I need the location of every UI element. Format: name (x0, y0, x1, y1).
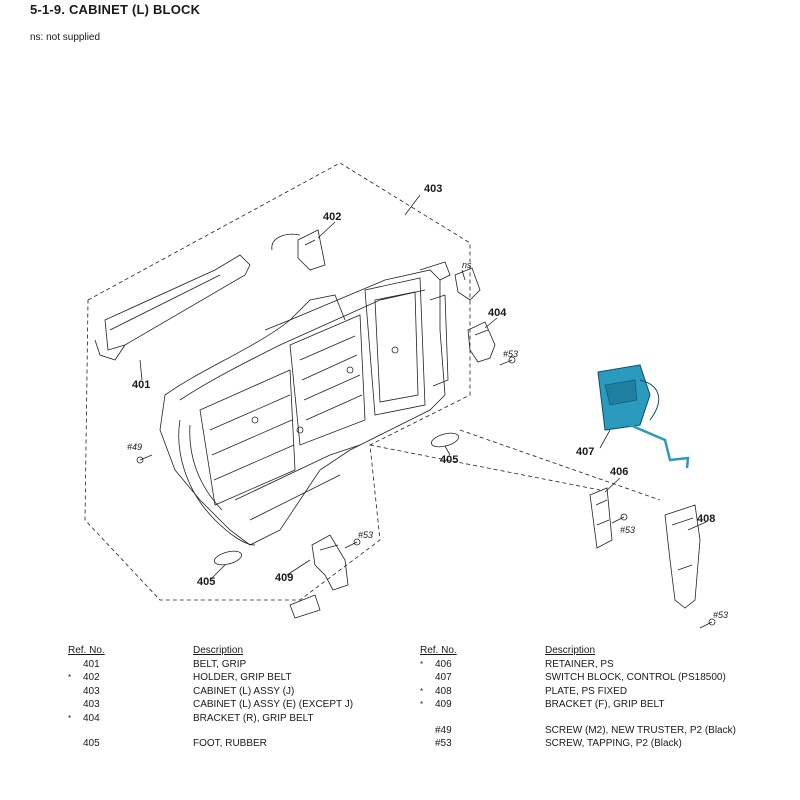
table-row: #49 SCREW (M2), NEW TRUSTER, P2 (Black) (404, 724, 784, 737)
table-row: * 406 RETAINER, PS (404, 658, 784, 671)
description: BELT, GRIP (193, 659, 247, 670)
screw-label: #53 (503, 349, 518, 359)
bracket-r-404 (467, 321, 496, 363)
not-supplied-label: ns (462, 260, 472, 270)
description: FOOT, RUBBER (193, 737, 267, 749)
description: SCREW (M2), NEW TRUSTER, P2 (Black) (545, 724, 736, 736)
table-row: 405 FOOT, RUBBER (30, 737, 390, 750)
cabinet-l-assy-403 (159, 261, 451, 546)
bracket-f-409 (289, 534, 349, 619)
ref-no: 401 (83, 659, 100, 670)
screw-icon (344, 538, 361, 549)
description: BRACKET (F), GRIP BELT (545, 699, 665, 711)
callout-405: 405 (197, 576, 215, 588)
ref-no-header: Ref. No. (68, 645, 105, 656)
ref-no: 405 (83, 737, 100, 749)
description: RETAINER, PS (545, 659, 614, 670)
callout-405: 405 (440, 454, 458, 466)
table-header: Ref. No. Description (30, 644, 390, 658)
ref-no-header: Ref. No. (420, 645, 457, 656)
ref-no: 407 (435, 672, 452, 684)
table-header: Ref. No. Description (404, 644, 784, 658)
description: HOLDER, GRIP BELT (193, 672, 292, 684)
grip-belt-holder-402 (271, 229, 326, 271)
screw-label: #53 (713, 610, 728, 620)
description: CABINET (L) ASSY (E) (EXCEPT J) (193, 699, 354, 711)
not-supplied-mark: * (68, 673, 72, 683)
description-header: Description (193, 645, 244, 656)
not-supplied-mark: * (68, 713, 72, 723)
table-row: * 402 HOLDER, GRIP BELT (30, 671, 390, 684)
not-supplied-part (454, 267, 481, 301)
table-row: * 404 BRACKET (R), GRIP BELT (30, 712, 390, 725)
screw-icon (611, 513, 628, 524)
callout-401: 401 (132, 379, 150, 391)
ref-no: 409 (435, 699, 452, 711)
screw-label: #53 (358, 530, 373, 540)
parts-table-right: Ref. No. Description * 406 RETAINER, PS … (404, 644, 784, 750)
ref-no: 402 (83, 672, 100, 684)
table-row: 401 BELT, GRIP (30, 658, 390, 671)
parts-table-left: Ref. No. Description 401 BELT, GRIP * 40… (30, 644, 390, 750)
not-supplied-mark: * (420, 700, 424, 710)
ref-no: #49 (435, 724, 452, 736)
not-supplied-mark: * (420, 660, 424, 669)
retainer-ps-406 (589, 487, 613, 549)
callout-409: 409 (275, 572, 293, 584)
table-row: #53 SCREW, TAPPING, P2 (Black) (404, 737, 784, 750)
ref-no: 403 (83, 699, 100, 711)
table-row: * 408 PLATE, PS FIXED (404, 685, 784, 698)
switch-block-control-407 (597, 364, 690, 469)
not-supplied-mark: * (420, 686, 424, 696)
table-row: 407 SWITCH BLOCK, CONTROL (PS18500) (404, 671, 784, 684)
screw-icon (699, 618, 716, 629)
table-row: 403 CABINET (L) ASSY (E) (EXCEPT J) (30, 698, 390, 711)
description: SCREW, TAPPING, P2 (Black) (545, 737, 682, 749)
table-row: * 409 BRACKET (F), GRIP BELT (404, 698, 784, 711)
ref-no: 403 (83, 685, 100, 697)
description: BRACKET (R), GRIP BELT (193, 712, 314, 724)
plate-ps-fixed-408 (664, 504, 701, 609)
screw-label: #53 (620, 525, 635, 535)
description-header: Description (545, 645, 596, 656)
callout-404: 404 (488, 307, 507, 319)
rubber-foot-405 (213, 550, 243, 566)
rubber-foot-405 (430, 432, 460, 448)
screw-icon (499, 356, 516, 366)
callout-403: 403 (424, 183, 442, 195)
ref-no: 406 (435, 659, 452, 670)
page-title: 5-1-9. CABINET (L) BLOCK (30, 2, 201, 17)
explode-guide-line (369, 444, 601, 491)
screw-label: #49 (127, 442, 142, 452)
explode-guide-line (459, 429, 661, 501)
screw-icon (136, 454, 153, 464)
ref-no: 408 (435, 685, 452, 697)
callout-402: 402 (323, 211, 341, 223)
callout-408: 408 (697, 513, 715, 525)
callout-407: 407 (576, 446, 594, 458)
ref-no: #53 (435, 737, 452, 749)
exploded-parts-diagram: 403 402 404 401 405 405 409 407 406 408 … (84, 162, 728, 629)
grip-belt-401 (94, 254, 251, 361)
description: CABINET (L) ASSY (J) (193, 685, 295, 697)
assembly-boundary (84, 162, 471, 601)
not-supplied-note: ns: not supplied (30, 32, 101, 43)
description: PLATE, PS FIXED (545, 685, 628, 697)
table-row: 403 CABINET (L) ASSY (J) (30, 685, 390, 698)
description: SWITCH BLOCK, CONTROL (PS18500) (545, 672, 726, 684)
ref-no: 404 (83, 712, 100, 724)
callout-406: 406 (610, 466, 628, 478)
